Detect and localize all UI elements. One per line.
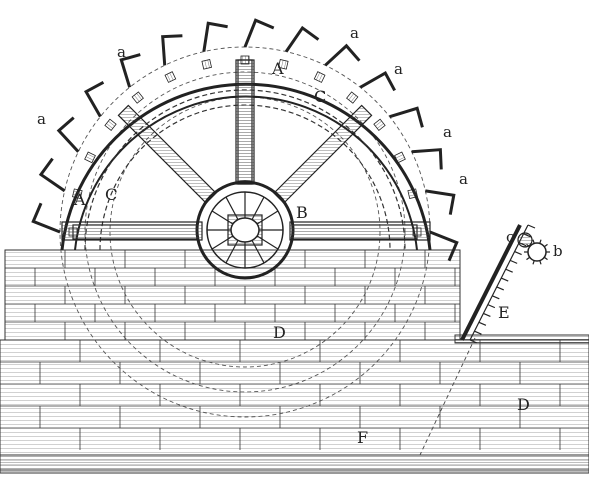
label-a-2: a bbox=[350, 24, 359, 42]
label-a-1: a bbox=[117, 43, 126, 61]
label-b: b bbox=[553, 242, 563, 260]
label-A-left: A bbox=[73, 190, 86, 209]
label-B: B bbox=[296, 203, 308, 222]
masonry-wall-left bbox=[4, 249, 461, 341]
rim-block bbox=[84, 151, 96, 164]
axle-beam bbox=[61, 221, 431, 241]
rim-block bbox=[407, 188, 418, 199]
label-D-right: D bbox=[517, 395, 530, 414]
bucket bbox=[38, 157, 66, 193]
bucket bbox=[425, 189, 456, 215]
bucket bbox=[31, 202, 61, 234]
bucket bbox=[324, 43, 361, 67]
rim-block bbox=[346, 91, 359, 104]
label-a-4: a bbox=[37, 110, 46, 128]
label-a-6: a bbox=[459, 170, 468, 188]
label-C-left: C bbox=[105, 185, 117, 204]
label-C-top: C bbox=[314, 87, 326, 106]
water-wheel bbox=[31, 18, 459, 280]
bucket bbox=[161, 34, 183, 66]
sluice-gate-mechanism bbox=[419, 224, 550, 456]
masonry-wall-right bbox=[454, 334, 589, 344]
rim-block bbox=[68, 227, 78, 237]
label-a-5: a bbox=[443, 123, 452, 141]
bucket bbox=[243, 18, 275, 48]
rim-block bbox=[412, 227, 422, 237]
label-A-top: A bbox=[271, 59, 284, 78]
wheel-hub bbox=[195, 180, 295, 280]
spoke bbox=[235, 59, 255, 185]
bucket bbox=[56, 116, 80, 153]
rim-block bbox=[394, 151, 406, 164]
rim-block bbox=[373, 118, 386, 131]
rim-block bbox=[104, 118, 117, 131]
label-F: F bbox=[357, 428, 368, 447]
label-c: c bbox=[506, 228, 514, 246]
rim-block bbox=[131, 91, 144, 104]
label-a-3: a bbox=[394, 60, 403, 78]
bucket bbox=[284, 25, 320, 53]
rim-block bbox=[313, 71, 326, 83]
bucket bbox=[83, 81, 105, 118]
rim-block bbox=[164, 71, 177, 83]
bucket bbox=[202, 21, 228, 52]
diagram-labels: A A B C C D D E F a a a a a a b c bbox=[37, 24, 563, 447]
bucket bbox=[359, 70, 396, 92]
rim-block bbox=[201, 59, 212, 70]
spoke bbox=[273, 104, 373, 204]
bucket bbox=[429, 230, 459, 262]
wheel-buckets bbox=[31, 18, 459, 262]
rim-block bbox=[72, 188, 83, 199]
bucket bbox=[119, 53, 141, 88]
spoke bbox=[117, 104, 217, 204]
masonry-foundation bbox=[0, 339, 589, 474]
label-D-left: D bbox=[273, 323, 286, 342]
bucket bbox=[389, 106, 424, 128]
bucket bbox=[411, 148, 443, 170]
label-E: E bbox=[498, 303, 510, 322]
rim-block bbox=[278, 59, 289, 70]
rim-block bbox=[240, 55, 250, 65]
